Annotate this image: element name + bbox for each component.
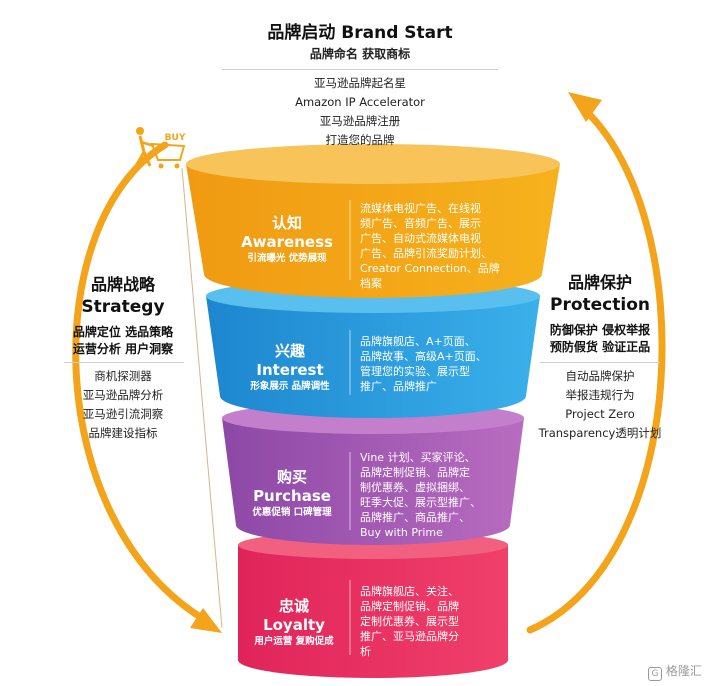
protection-sub-line: 预防假货 验证正品 [549, 340, 651, 354]
list-item: 亚马逊品牌注册 [319, 114, 401, 128]
stage-purchase-label: 购买 Purchase 优惠促销 口碑管理 [252, 468, 332, 518]
list-item: 亚马逊引流洞察 [82, 407, 164, 421]
list-item: 自动品牌保护 [565, 369, 635, 383]
list-item: 举报违规行为 [565, 388, 635, 402]
strategy-divider [64, 362, 184, 363]
protection-sub-line: 防御保护 侵权举报 [549, 323, 651, 337]
list-item: 亚马逊品牌起名星 [314, 76, 406, 90]
strategy-sub-line: 品牌定位 选品策略 [72, 325, 174, 339]
list-item: 商机探测器 [94, 369, 152, 383]
stage-interest-label: 兴趣 Interest 形象展示 品牌调性 [250, 342, 330, 392]
list-item: Amazon IP Accelerator [295, 95, 425, 109]
left-cycle-arrow [72, 141, 222, 633]
watermark-logo: G 格隆汇 [648, 662, 702, 681]
shopping-cart-icon [134, 127, 186, 169]
list-item: 打造您的品牌 [325, 133, 395, 147]
list-item: Project Zero [565, 407, 635, 421]
stage-loyalty-desc: 品牌旗舰店、关注、 品牌定制促销、品牌 定制优惠券、展示型 推广、亚马逊品牌分 … [360, 585, 459, 658]
funnel-guide-line [181, 167, 223, 629]
brand-start-list: 亚马逊品牌起名星 Amazon IP Accelerator 亚马逊品牌注册 打… [230, 74, 490, 150]
protection-title-cn: 品牌保护 [567, 273, 632, 292]
strategy-list: 商机探测器 亚马逊品牌分析 亚马逊引流洞察 品牌建设指标 [48, 367, 198, 443]
list-item: 品牌建设指标 [88, 426, 158, 440]
protection-block: 品牌保护 Protection 防御保护 侵权举报 预防假货 验证正品 [522, 272, 678, 356]
strategy-sub-line: 运营分析 用户洞察 [72, 342, 174, 356]
strategy-title-cn: 品牌战略 [90, 275, 155, 294]
strategy-block: 品牌战略 Strategy 品牌定位 选品策略 运营分析 用户洞察 [48, 274, 198, 358]
brand-start-title: 品牌启动 Brand Start [267, 23, 453, 43]
funnel-layer-awareness [186, 144, 560, 298]
stage-loyalty-label: 忠诚 Loyalty 用户运营 复购促成 [254, 597, 334, 647]
list-item: 亚马逊品牌分析 [82, 388, 164, 402]
stage-awareness-desc: 流媒体电视广告、在线视 频广告、音频广告、展示 广告、自动式流媒体电视 广告、品… [360, 202, 500, 290]
stage-interest-desc: 品牌旗舰店、A+页面、 品牌故事、高级A+页面、 管理您的实验、展示型 推广、品… [360, 335, 487, 393]
protection-list: 自动品牌保护 举报违规行为 Project Zero Transparency透… [522, 367, 678, 443]
protection-divider [540, 362, 660, 363]
buy-label: BUY [164, 133, 186, 143]
brand-start-divider [222, 69, 498, 70]
brand-start-subtitle: 品牌命名 获取商标 [309, 47, 411, 61]
g-logo-icon: G [648, 667, 662, 681]
right-cycle-arrow [526, 92, 666, 634]
list-item: Transparency透明计划 [538, 426, 662, 440]
strategy-title-en: Strategy [81, 297, 165, 317]
stage-awareness-label: 认知 Awareness 引流曝光 优势展现 [241, 214, 333, 264]
protection-title-en: Protection [550, 295, 650, 315]
stage-purchase-desc: Vine 计划、买家评论、 品牌定制促销、品牌定 制优惠券、虚拟捆绑、 旺季大促… [360, 451, 481, 539]
